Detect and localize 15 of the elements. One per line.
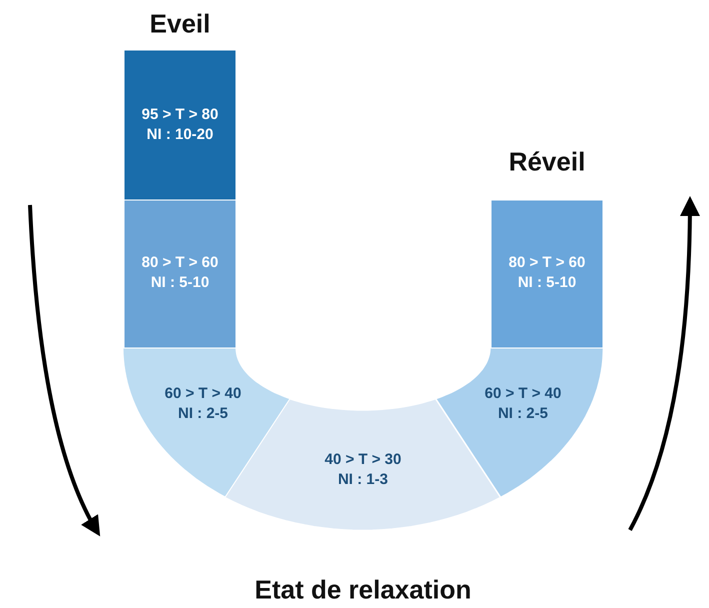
range-label: 80 > T > 60 (142, 253, 218, 273)
range-label: 80 > T > 60 (508, 253, 586, 273)
range-label: 40 > T > 30 (324, 450, 402, 470)
column-heading: Eveil (150, 8, 210, 40)
range-label: NI : 2-5 (177, 404, 229, 424)
range-label: 60 > T > 40 (484, 384, 562, 404)
bottom-caption: Etat de relaxation (254, 574, 472, 606)
range-label: NI : 5-10 (516, 273, 578, 293)
column-heading: Réveil (508, 146, 586, 178)
range-label: NI : 10-20 (146, 125, 214, 145)
range-label: NI : 5-10 (150, 273, 210, 293)
range-label: 95 > T > 80 (142, 105, 218, 125)
range-label: NI : 1-3 (336, 470, 389, 490)
range-label: 60 > T > 40 (164, 384, 242, 404)
range-label: NI : 2-5 (496, 404, 549, 424)
